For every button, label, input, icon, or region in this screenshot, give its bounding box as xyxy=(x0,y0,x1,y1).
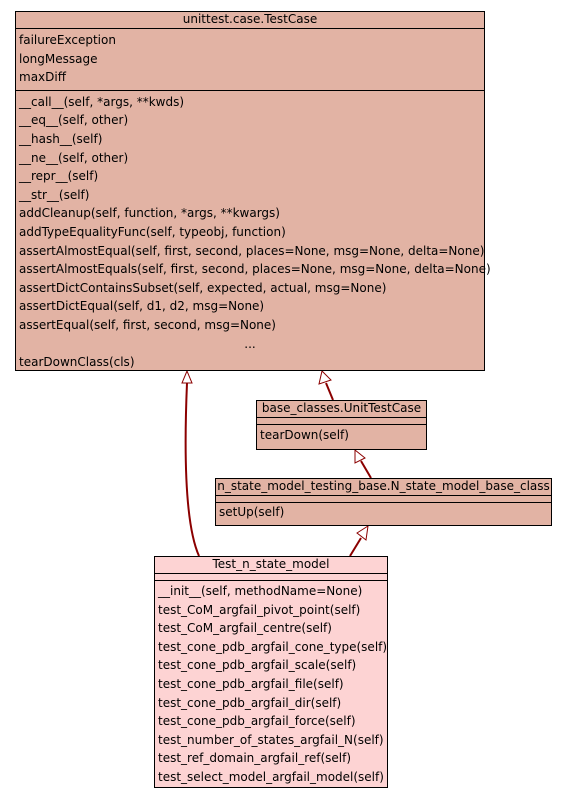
edge-test-to-testcase xyxy=(184,382,200,557)
attribute: longMessage xyxy=(19,51,98,66)
method: __call__(self, *args, **kwds) xyxy=(19,94,185,109)
edge-unittestcase-to-testcase-arrowhead xyxy=(318,370,332,385)
class-box-test-n-state-model: Test_n_state_model __init__(self, method… xyxy=(154,556,388,788)
class-box-unittestcase: base_classes.UnitTestCase tearDown(self) xyxy=(256,400,427,450)
method: __ne__(self, other) xyxy=(19,150,129,165)
method: addTypeEqualityFunc(self, typeobj, funct… xyxy=(19,224,286,239)
method: addCleanup(self, function, *args, **kwar… xyxy=(19,206,280,221)
method: __hash__(self) xyxy=(19,131,103,146)
method: test_select_model_argfail_model(self) xyxy=(158,769,384,784)
methods-compartment: setUp(self) xyxy=(216,503,551,525)
ellipsis-row: ... xyxy=(244,336,256,351)
method: test_cone_pdb_argfail_cone_type(self) xyxy=(158,639,388,654)
method: assertEqual(self, first, second, msg=Non… xyxy=(19,317,276,332)
method: setUp(self) xyxy=(219,505,285,519)
class-title: n_state_model_testing_base.N_state_model… xyxy=(216,479,551,496)
method: test_ref_domain_argfail_ref(self) xyxy=(158,751,352,766)
attributes-compartment xyxy=(257,418,426,425)
edge-test-to-testcase-arrowhead xyxy=(181,369,193,384)
method: tearDown(self) xyxy=(260,428,349,442)
method: assertDictContainsSubset(self, expected,… xyxy=(19,280,387,295)
method: __init__(self, methodName=None) xyxy=(158,584,363,598)
methods-compartment: tearDown(self) xyxy=(257,425,426,448)
method: test_cone_pdb_argfail_force(self) xyxy=(158,714,356,729)
method: assertDictEqual(self, d1, d2, msg=None) xyxy=(19,299,265,314)
method: assertAlmostEquals(self, first, second, … xyxy=(19,262,491,277)
class-box-testcase: unittest.case.TestCase failureException … xyxy=(15,11,491,371)
class-title: base_classes.UnitTestCase xyxy=(257,401,426,418)
attribute: maxDiff xyxy=(19,70,66,85)
class-box-nstatebase: n_state_model_testing_base.N_state_model… xyxy=(215,478,552,526)
class-title: unittest.case.TestCase xyxy=(16,12,484,29)
attributes-compartment xyxy=(216,496,551,503)
class-title: Test_n_state_model xyxy=(155,557,387,574)
attribute: failureException xyxy=(19,33,116,47)
method: __repr__(self) xyxy=(19,169,99,184)
method: assertAlmostEqual(self, first, second, p… xyxy=(19,243,485,258)
edge-nstatebase-to-unittestcase-arrowhead xyxy=(354,448,366,464)
method: tearDownClass(cls) xyxy=(19,355,135,370)
attributes-compartment xyxy=(155,574,387,581)
method: test_CoM_argfail_centre(self) xyxy=(158,621,332,636)
method: test_CoM_argfail_pivot_point(self) xyxy=(158,602,361,617)
attributes-compartment: failureException longMessage maxDiff xyxy=(16,29,484,91)
edge-unittestcase-to-testcase xyxy=(325,382,334,401)
method: test_cone_pdb_argfail_dir(self) xyxy=(158,695,342,710)
method: test_cone_pdb_argfail_scale(self) xyxy=(158,658,357,673)
method: __str__(self) xyxy=(19,187,90,202)
edge-test-to-nstatebase xyxy=(349,537,362,557)
edge-test-to-nstatebase-arrowhead xyxy=(356,524,369,541)
method: test_number_of_states_argfail_N(self) xyxy=(158,732,384,747)
edge-nstatebase-to-unittestcase xyxy=(360,460,372,479)
method: test_cone_pdb_argfail_file(self) xyxy=(158,676,344,691)
method: __eq__(self, other) xyxy=(19,113,129,128)
methods-compartment: __init__(self, methodName=None) test_CoM… xyxy=(155,581,387,790)
methods-compartment: __call__(self, *args, **kwds) __eq__(sel… xyxy=(16,91,491,375)
